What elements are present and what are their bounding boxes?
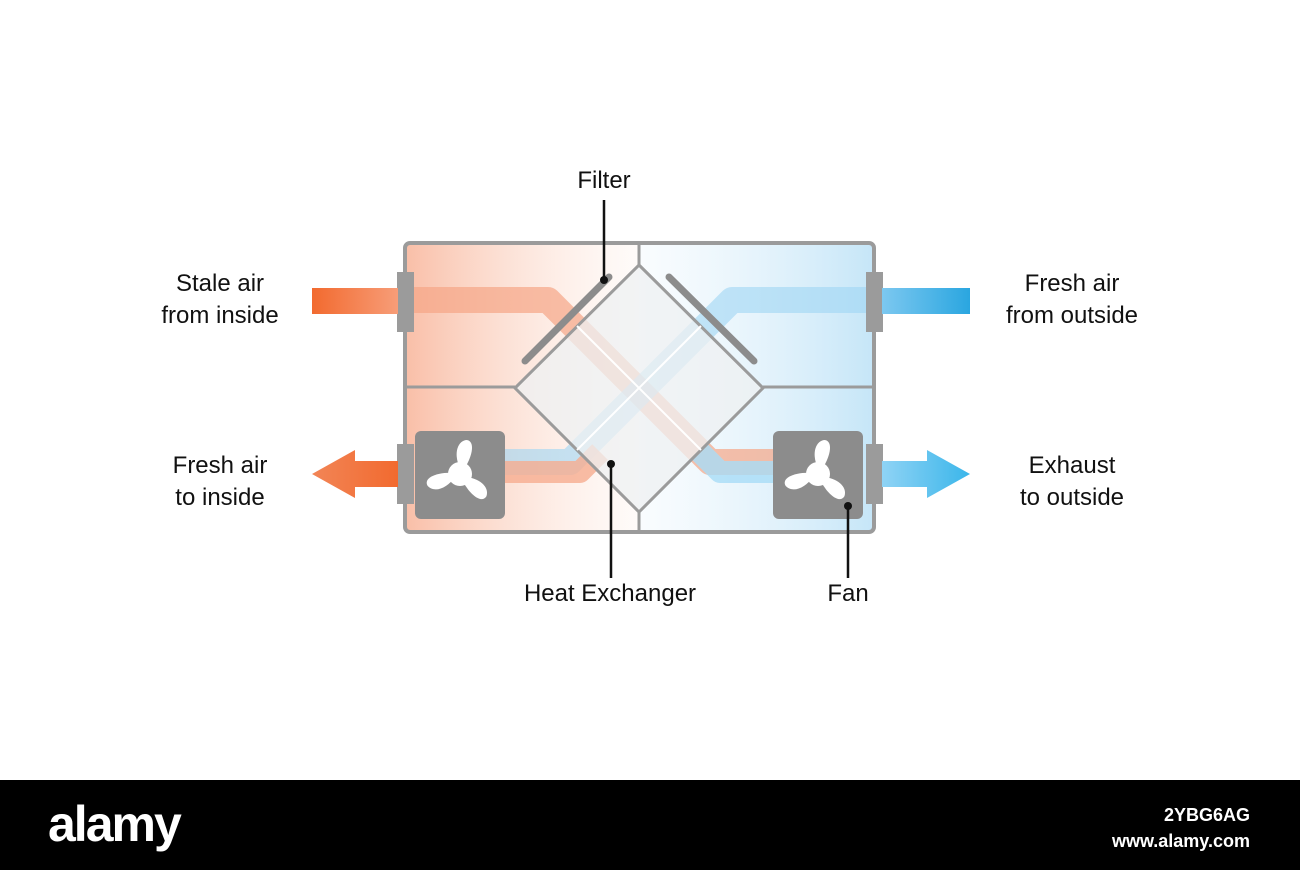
fan-icon [415, 431, 505, 519]
heat-exchanger-leader-dot [607, 460, 615, 468]
heat-exchanger-label: Heat Exchanger [523, 580, 697, 607]
image-id: 2YBG6AG [1163, 805, 1250, 825]
exhaust-airflow-path [692, 444, 783, 483]
exhaust-label: Exhaust to outside [1019, 452, 1125, 511]
alamy-logo: alamy [48, 796, 182, 852]
port-collar-left [397, 272, 414, 332]
fan-label: Fan [827, 580, 869, 607]
heat-exchanger-diagonal [576, 325, 702, 451]
filter-label: Filter [577, 167, 631, 194]
diagram-stage: Filter Stale air from inside Fresh air f… [161, 167, 1139, 607]
fresh-air-inlet-arrow [882, 288, 970, 314]
stale-air-inlet-arrow [312, 288, 398, 314]
fresh-air-from-outside-label: Fresh air from outside [1005, 270, 1139, 329]
filter-leader-dot [600, 276, 608, 284]
filter-icon [521, 273, 613, 365]
arrow-right-icon [882, 450, 970, 498]
filter-icon [665, 273, 758, 365]
stale-air-label: Stale air from inside [161, 270, 279, 329]
image-id-block: 2YBG6AG www.alamy.com [1112, 802, 1250, 854]
fan-leader-dot [844, 502, 852, 510]
arrow-left-icon [312, 450, 398, 498]
site-url: www.alamy.com [1111, 831, 1250, 851]
fan-icon [773, 431, 863, 519]
fresh-air-to-inside-label: Fresh air to inside [172, 452, 268, 511]
port-collar-right [866, 272, 883, 332]
footer-bar: alamy 2YBG6AG www.alamy.com [0, 780, 1300, 870]
port-collar-right-bottom [866, 444, 883, 504]
port-collar-left-bottom [397, 444, 414, 504]
hrv-diagram [312, 200, 970, 578]
